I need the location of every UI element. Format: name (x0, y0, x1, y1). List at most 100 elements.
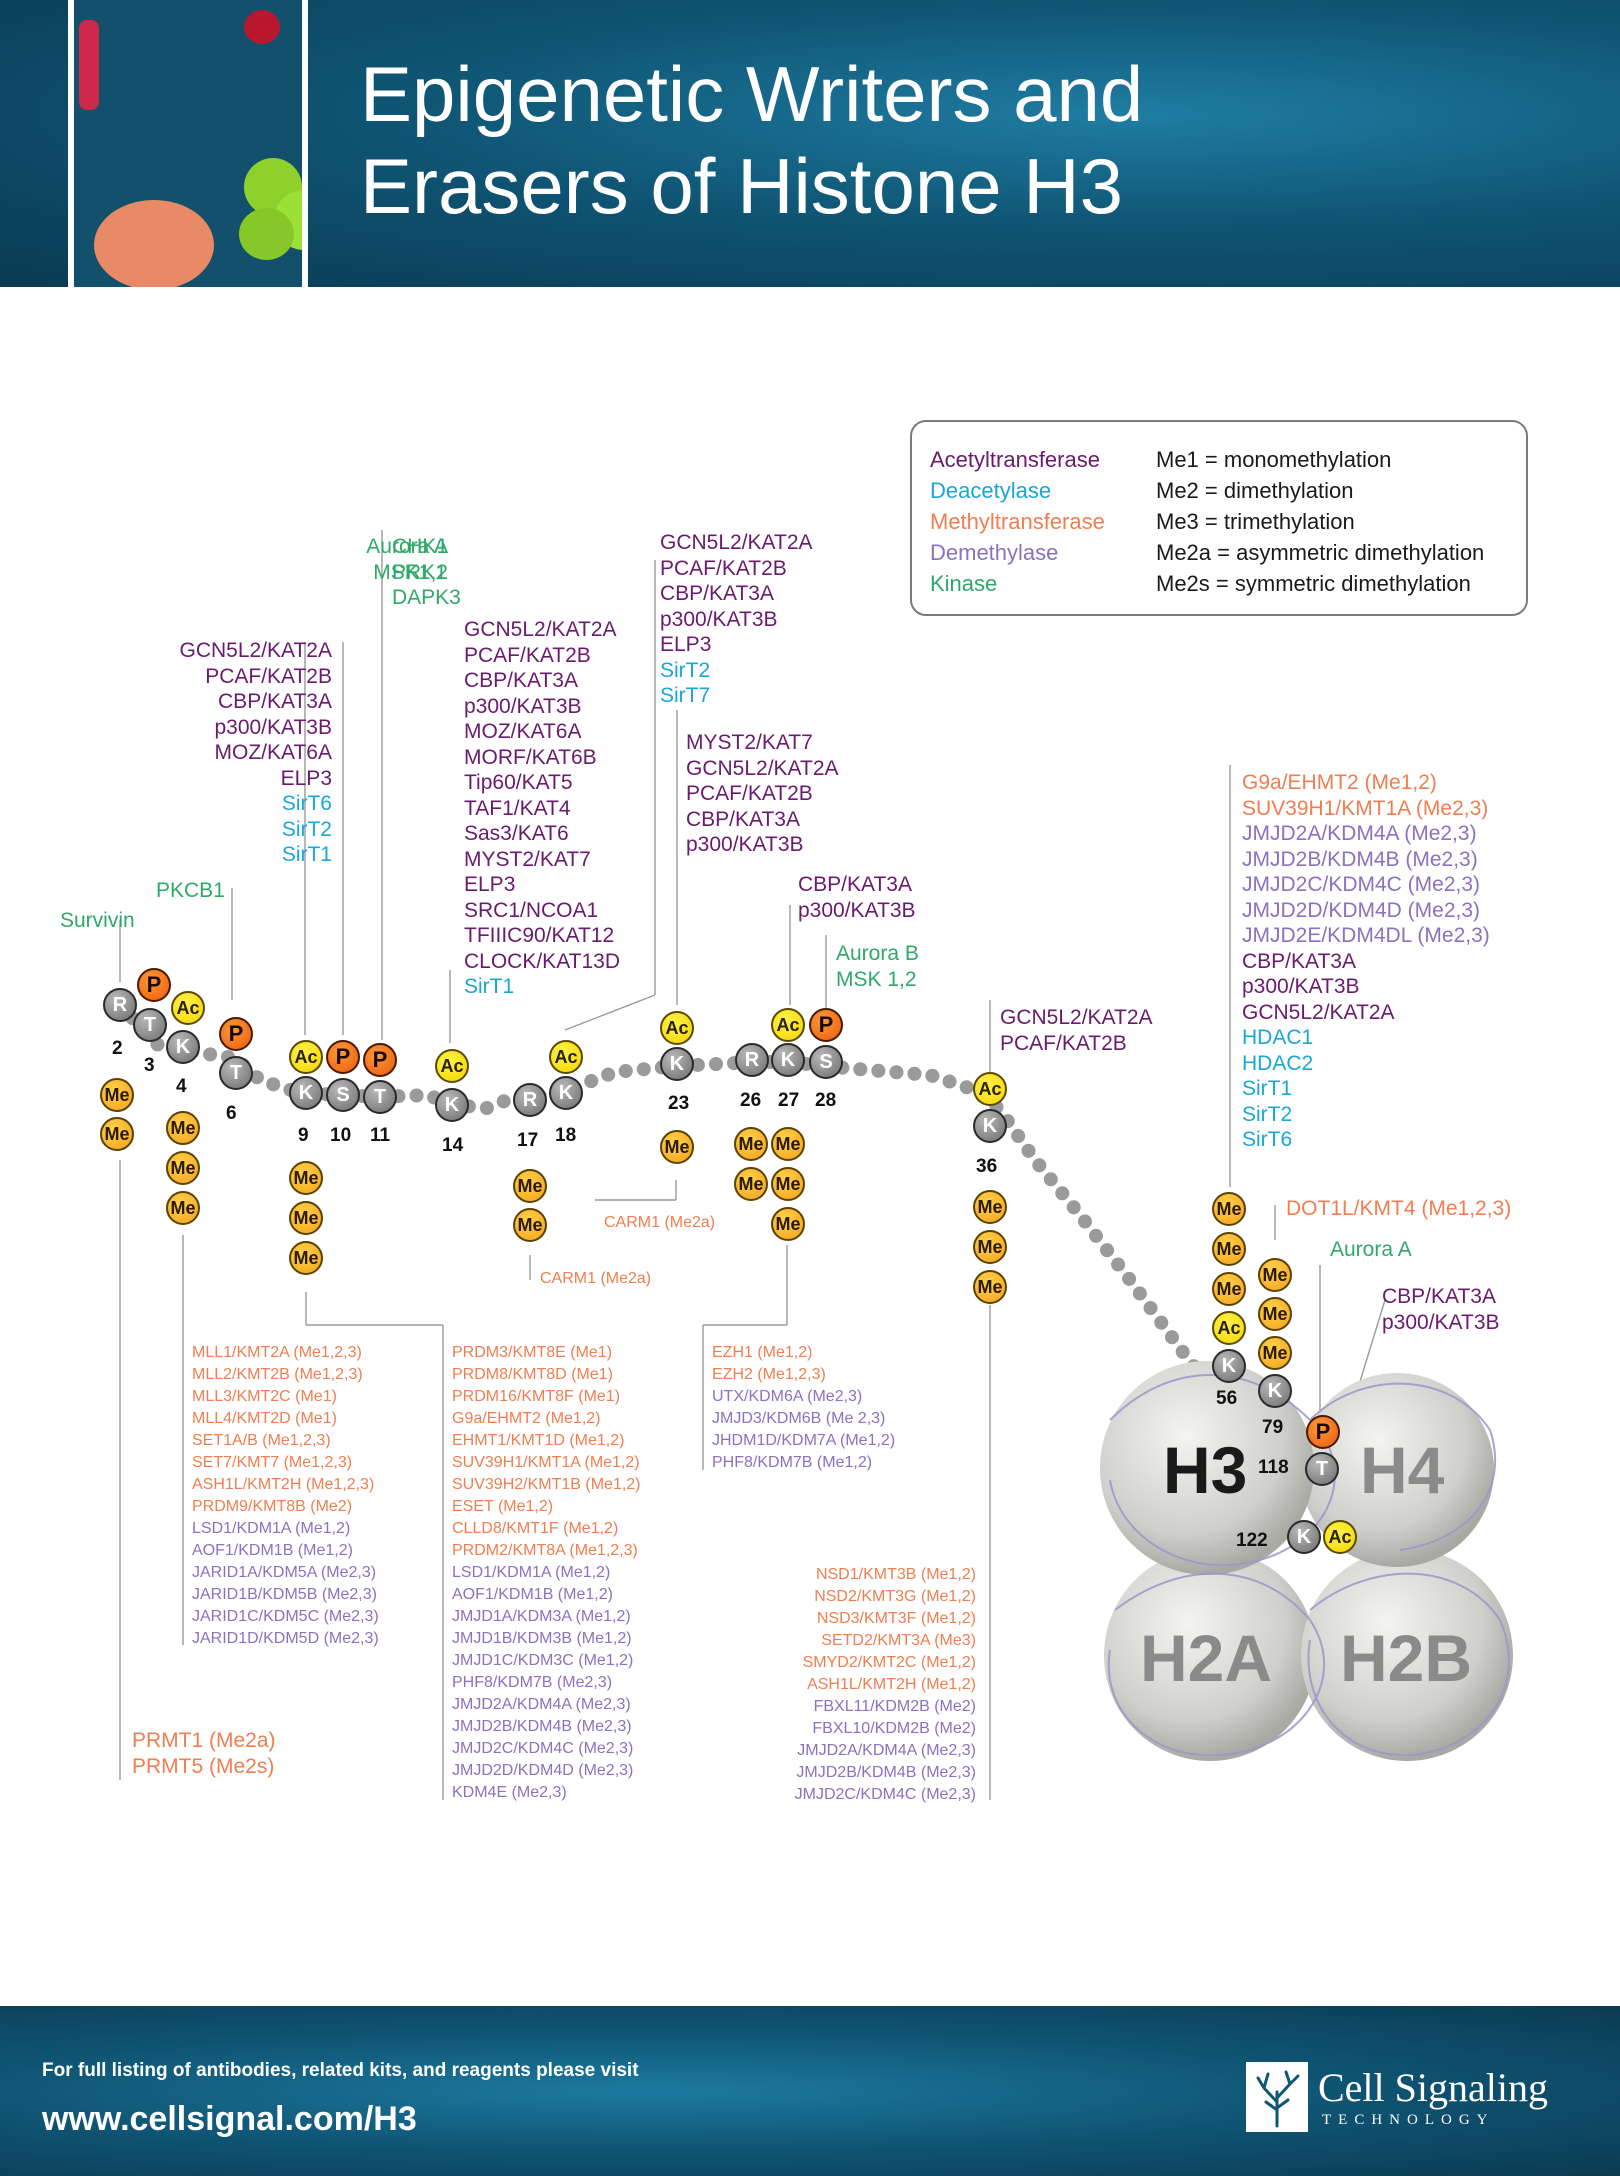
enzyme-name: JARID1B/KDM5B (Me2,3) (192, 1586, 377, 1603)
enzyme-name: p300/KAT3B (686, 833, 804, 856)
enzyme-name: PRDM8/KMT8D (Me1) (452, 1366, 613, 1383)
residue-t11: T (363, 1080, 397, 1114)
enzyme-name: GCN5L2/KAT2A (1000, 1006, 1153, 1029)
enzyme-name: JMJD2C/KDM4C (Me2,3) (794, 1786, 976, 1803)
enzyme-name: JMJD1A/KDM3A (Me1,2) (452, 1608, 631, 1625)
mark-me-k79: Me (1258, 1258, 1292, 1292)
enzyme-list-r2-me: PRMT1 (Me2a)PRMT5 (Me2s) (132, 1728, 276, 1779)
legend-definition: Me2a = asymmetric dimethylation (1156, 540, 1485, 565)
residue-k36: K (973, 1109, 1007, 1143)
enzyme-name: MSK 1,2 (836, 967, 917, 991)
enzyme-name: TFIIIC90/KAT12 (464, 924, 615, 947)
enzyme-name: LSD1/KDM1A (Me1,2) (192, 1520, 351, 1537)
enzyme-list-r17-me: CARM1 (Me2a) (540, 1268, 651, 1290)
enzyme-name: JMJD2A/KDM4A (Me2,3) (452, 1696, 631, 1713)
mark-ph-s28: P (809, 1008, 843, 1042)
enzyme-name: p300/KAT3B (464, 694, 582, 718)
mark-ac-k122: Ac (1323, 1520, 1357, 1554)
footer-url-link[interactable]: www.cellsignal.com/H3 (42, 2100, 417, 2138)
enzyme-name: DOT1L/KMT4 (Me1,2,3) (1286, 1197, 1512, 1220)
enzyme-name: JARID1A/KDM5A (Me2,3) (192, 1564, 377, 1581)
mark-me-k36: Me (973, 1270, 1007, 1304)
backbone-chain (113, 998, 1227, 1407)
enzyme-name: MLL4/KMT2D (Me1) (192, 1410, 337, 1427)
h2b-sphere (1301, 1549, 1513, 1761)
enzyme-name: AOF1/KDM1B (Me1,2) (452, 1586, 613, 1603)
mark-ac-k14: Ac (435, 1049, 469, 1083)
mark-ph-s10: P (326, 1040, 360, 1074)
enzyme-name: Sas3/KAT6 (464, 822, 569, 845)
legend-type-deacetyl: Deacetylase (930, 478, 1052, 503)
residue-t118: T (1305, 1452, 1339, 1486)
brand-name: Cell Signaling (1318, 2065, 1548, 2110)
enzyme-name: PRDM2/KMT8A (Me1,2,3) (452, 1542, 638, 1559)
enzyme-name: PRK1 (392, 560, 447, 584)
enzyme-name: GCN5L2/KAT2A (660, 531, 813, 554)
mark-ph-t118: P (1306, 1415, 1340, 1449)
residue-number-s28: 28 (815, 1090, 837, 1111)
enzyme-name: p300/KAT3B (798, 898, 916, 922)
enzyme-name: PRDM3/KMT8E (Me1) (452, 1344, 613, 1361)
mark-me-k9: Me (289, 1201, 323, 1235)
enzyme-name: PKCB1 (156, 879, 225, 902)
enzyme-name: ELP3 (660, 633, 712, 656)
enzyme-name: JMJD2A/KDM4A (Me2,3) (1242, 822, 1477, 845)
enzyme-name: AOF1/KDM1B (Me1,2) (192, 1542, 353, 1559)
mark-me-k27: Me (771, 1207, 805, 1241)
residue-number-k18: 18 (555, 1125, 577, 1146)
residue-number-t6: 6 (226, 1103, 237, 1124)
mark-me-k79: Me (1258, 1297, 1292, 1331)
enzyme-name: SirT1 (1242, 1077, 1293, 1100)
enzyme-name: CBP/KAT3A (1242, 949, 1356, 973)
enzyme-name: SirT1 (281, 843, 332, 866)
residue-number-k122: 122 (1236, 1530, 1268, 1551)
enzyme-name: SirT2 (1242, 1102, 1293, 1126)
mark-me-r17: Me (513, 1208, 547, 1242)
enzyme-name: Tip60/KAT5 (464, 771, 573, 794)
enzyme-name: KDM4E (Me2,3) (452, 1784, 567, 1801)
residue-s10: S (326, 1078, 360, 1112)
enzyme-name: HDAC2 (1242, 1051, 1314, 1075)
legend-definition: Me2s = symmetric dimethylation (1156, 571, 1471, 596)
legend-type-demethyl: Demethylase (930, 540, 1059, 565)
enzyme-name: CLLD8/KMT1F (Me1,2) (452, 1520, 619, 1537)
enzyme-name: PRMT5 (Me2s) (132, 1754, 275, 1778)
mark-me-k27: Me (771, 1167, 805, 1201)
residue-k56: K (1212, 1349, 1246, 1383)
residue-number-t118: 118 (1258, 1457, 1289, 1478)
enzyme-name: SRC1/NCOA1 (464, 898, 599, 922)
mark-me-k36: Me (973, 1230, 1007, 1264)
csl-logo-icon (1246, 2062, 1308, 2132)
h2a-sphere (1104, 1549, 1316, 1761)
enzyme-list-k4-me: MLL1/KMT2A (Me1,2,3) MLL2/KMT2B (Me1,2,3)… (192, 1342, 379, 1650)
histone-h3-label: H3 (1163, 1433, 1248, 1507)
enzyme-name: MYST2/KAT7 (464, 847, 591, 871)
enzyme-name: MOZ/KAT6A (464, 720, 582, 743)
enzyme-name: EZH1 (Me1,2) (712, 1344, 813, 1361)
enzyme-name: CBP/KAT3A (464, 669, 578, 692)
enzyme-name: ASH1L/KMT2H (Me1,2,3) (192, 1476, 375, 1493)
brand-subtitle: TECHNOLOGY (1322, 2112, 1495, 2128)
enzyme-name: JMJD2D/KDM4D (Me2,3) (1242, 898, 1481, 922)
residue-k18: K (549, 1076, 583, 1110)
enzyme-name: p300/KAT3B (214, 715, 332, 739)
enzyme-name: MLL1/KMT2A (Me1,2,3) (192, 1344, 362, 1361)
h4-sphere (1300, 1373, 1494, 1567)
enzyme-name: UTX/KDM6A (Me2,3) (712, 1388, 863, 1405)
mark-me-r17: Me (513, 1169, 547, 1203)
enzyme-name: p300/KAT3B (660, 607, 778, 631)
mark-me-k56: Me (1212, 1192, 1246, 1226)
enzyme-name: CBP/KAT3A (1382, 1285, 1496, 1308)
enzyme-name: MYST2/KAT7 (686, 731, 813, 754)
enzyme-name: JMJD2C/KDM4C (Me2,3) (452, 1740, 634, 1757)
enzyme-name: Aurora A (366, 535, 448, 558)
legend-definition: Me1 = monomethylation (1156, 447, 1392, 472)
enzyme-list-pkcb1: PKCB1 (156, 878, 225, 904)
title-line-2: Erasers of Histone H3 (360, 142, 1123, 230)
enzyme-name: MLL2/KMT2B (Me1,2,3) (192, 1366, 363, 1383)
